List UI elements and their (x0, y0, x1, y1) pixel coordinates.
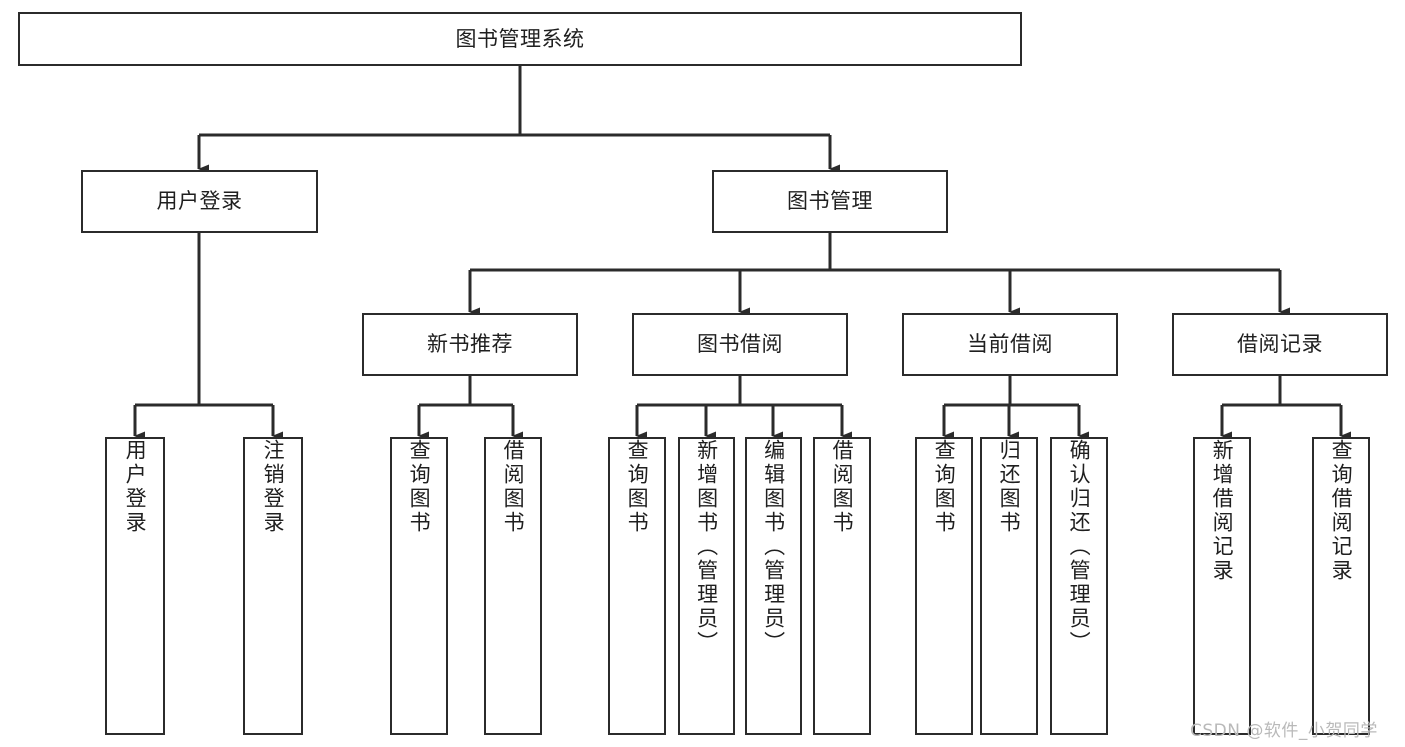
node-level3-1-label: 图书借阅 (697, 332, 783, 357)
node-leaf-6-label: 编辑图书（管理员） (761, 439, 786, 655)
node-leaf-5-label: 新增图书（管理员） (694, 439, 719, 655)
node-level2-1-label: 图书管理 (787, 189, 873, 214)
node-leaf-12-label: 查询借阅记录 (1329, 439, 1354, 583)
node-leaf-7-label: 借阅图书 (830, 439, 855, 535)
node-level3-3[interactable]: 借阅记录 (1172, 313, 1388, 376)
node-leaf-3[interactable]: 借阅图书 (484, 437, 542, 735)
node-leaf-4-label: 查询图书 (625, 439, 650, 535)
node-leaf-3-label: 借阅图书 (501, 439, 526, 535)
node-level2-1[interactable]: 图书管理 (712, 170, 948, 233)
node-leaf-10-label: 确认归还（管理员） (1067, 439, 1092, 655)
node-leaf-12[interactable]: 查询借阅记录 (1312, 437, 1370, 735)
node-level3-2-label: 当前借阅 (967, 332, 1053, 357)
node-leaf-1[interactable]: 注销登录 (243, 437, 303, 735)
node-leaf-1-label: 注销登录 (261, 439, 286, 535)
node-level2-0[interactable]: 用户登录 (81, 170, 318, 233)
node-leaf-9-label: 归还图书 (997, 439, 1022, 535)
node-level2-0-label: 用户登录 (156, 189, 243, 214)
node-leaf-8[interactable]: 查询图书 (915, 437, 973, 735)
node-leaf-2[interactable]: 查询图书 (390, 437, 448, 735)
node-level3-3-label: 借阅记录 (1237, 332, 1323, 357)
node-root-system-label: 图书管理系统 (455, 26, 585, 51)
node-level3-0-label: 新书推荐 (427, 332, 513, 357)
node-level3-1[interactable]: 图书借阅 (632, 313, 848, 376)
node-level3-2[interactable]: 当前借阅 (902, 313, 1118, 376)
node-leaf-9[interactable]: 归还图书 (980, 437, 1038, 735)
node-leaf-6[interactable]: 编辑图书（管理员） (745, 437, 802, 735)
node-leaf-11[interactable]: 新增借阅记录 (1193, 437, 1251, 735)
node-leaf-2-label: 查询图书 (407, 439, 432, 535)
node-leaf-11-label: 新增借阅记录 (1210, 439, 1235, 583)
node-leaf-10[interactable]: 确认归还（管理员） (1050, 437, 1108, 735)
node-leaf-4[interactable]: 查询图书 (608, 437, 666, 735)
node-leaf-0-label: 用户登录 (123, 439, 148, 535)
node-level3-0[interactable]: 新书推荐 (362, 313, 578, 376)
node-leaf-0[interactable]: 用户登录 (105, 437, 165, 735)
node-leaf-5[interactable]: 新增图书（管理员） (678, 437, 735, 735)
node-leaf-7[interactable]: 借阅图书 (813, 437, 871, 735)
node-leaf-8-label: 查询图书 (932, 439, 957, 535)
node-root-system[interactable]: 图书管理系统 (18, 12, 1022, 66)
